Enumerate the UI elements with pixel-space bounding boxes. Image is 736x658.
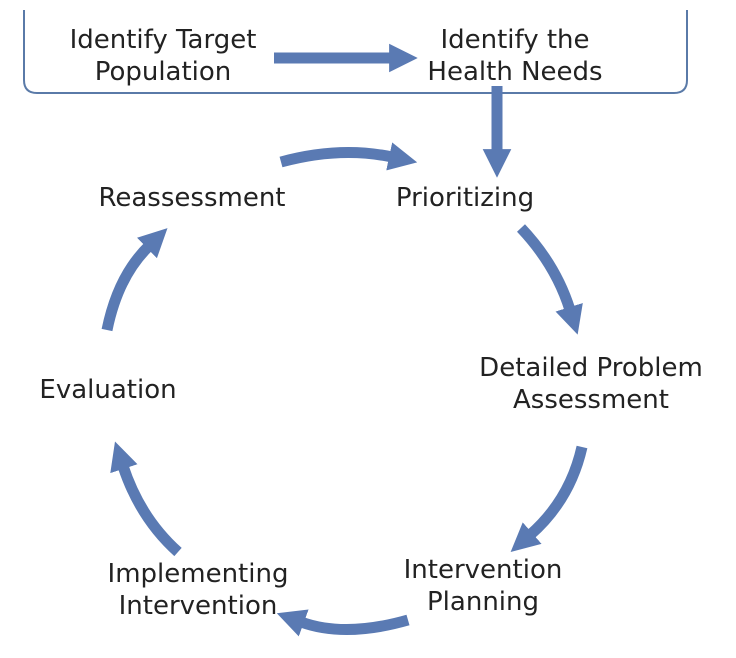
node-implementing-intervention: Implementing Intervention: [84, 558, 312, 622]
node-label-line2: Planning: [427, 587, 539, 617]
node-label: Evaluation: [39, 375, 177, 405]
node-label-line2: Intervention: [118, 591, 278, 621]
header-box: [23, 10, 688, 94]
node-label-line1: Identify the: [440, 25, 590, 55]
arrow-prioritizing-to-problem: [516, 224, 583, 335]
node-label: Reassessment: [98, 183, 286, 213]
arrow-evaluation-to-reassessment: [101, 228, 168, 332]
node-label: Prioritizing: [395, 183, 535, 213]
node-label-line2: Population: [94, 57, 232, 87]
node-label-line1: Implementing: [107, 559, 289, 589]
arrow-implementing-to-evaluation: [110, 441, 182, 557]
node-label-line2: Assessment: [513, 385, 669, 415]
node-label-line1: Detailed Problem: [479, 353, 703, 383]
node-identify-health-needs: Identify the Health Needs: [410, 24, 620, 88]
arrow-reassessment-to-prioritizing: [279, 142, 418, 171]
arrow-planning-to-implementing: [276, 609, 410, 637]
node-identify-target-population: Identify Target Population: [48, 24, 278, 88]
node-label-line1: Intervention: [403, 555, 563, 585]
node-reassessment: Reassessment: [76, 182, 308, 214]
node-detailed-problem-assessment: Detailed Problem Assessment: [460, 352, 722, 416]
arrow-problem-to-planning: [510, 445, 588, 552]
node-label-line2: Health Needs: [427, 57, 603, 87]
node-intervention-planning: Intervention Planning: [378, 554, 588, 618]
node-evaluation: Evaluation: [18, 374, 198, 406]
node-prioritizing: Prioritizing: [380, 182, 550, 214]
node-label-line1: Identify Target: [69, 25, 257, 55]
